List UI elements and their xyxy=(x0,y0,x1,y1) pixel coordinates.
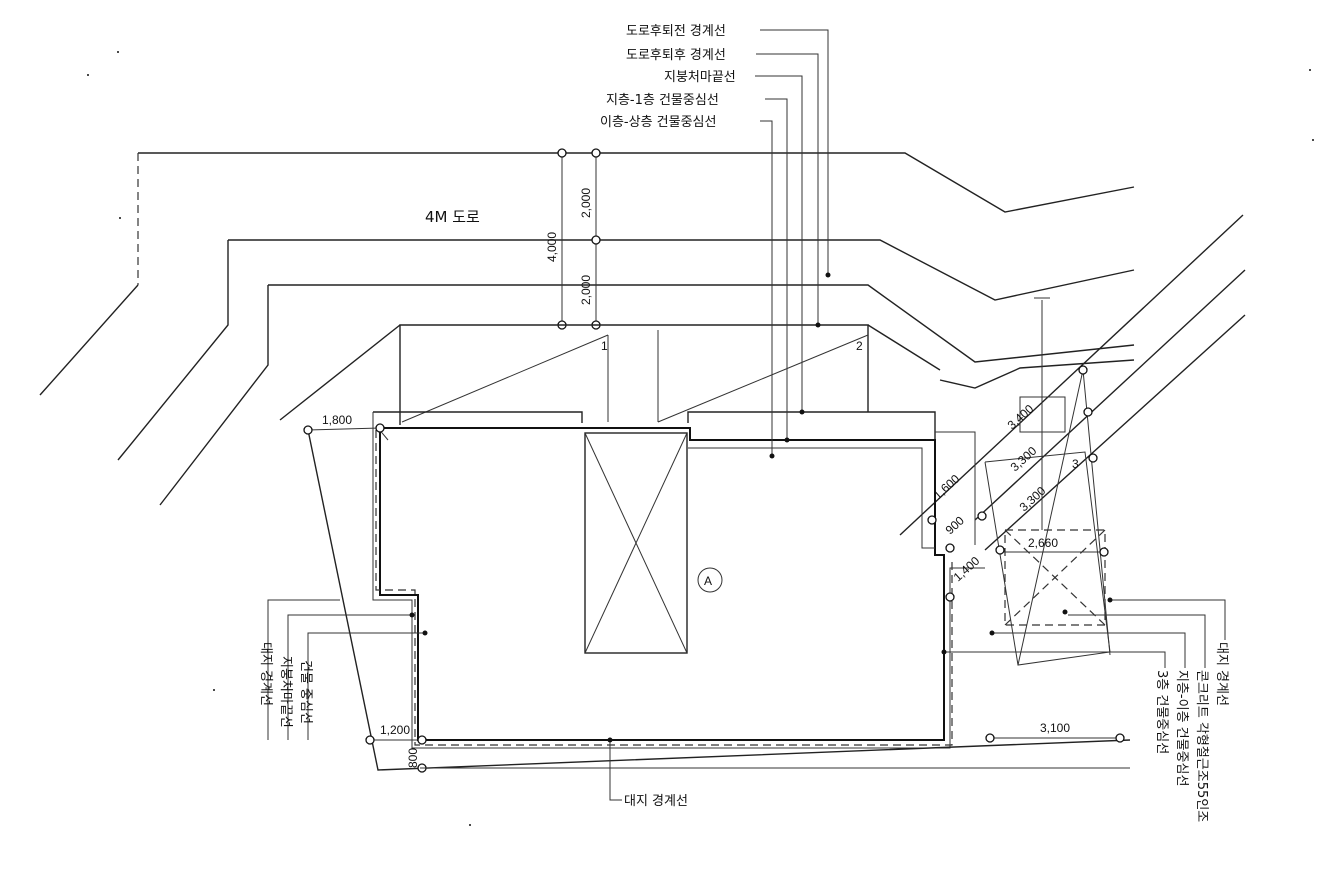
callout-right-concrete: 콘크리트 각형철근조55인조 xyxy=(1194,670,1209,822)
right-annex: 3 1,600 900 1,400 3,400 3,300 3,300 2,66… xyxy=(927,297,1111,666)
callout-right-boundary: 대지 경계선 xyxy=(1214,642,1229,706)
road-label: 4M 도로 xyxy=(425,208,480,226)
right-callouts: 3층 건물중심선 지층-이층 건물중심선 콘크리트 각형철근조55인조 대지 경… xyxy=(941,597,1229,822)
callout-left-boundary: 대지 경계선 xyxy=(258,642,273,706)
road-lines xyxy=(39,152,1135,506)
box-2660-dim: 2,660 xyxy=(1028,536,1058,550)
road-upper-dim: 2,000 xyxy=(579,188,593,218)
diag-3400-dim: 3,400 xyxy=(1005,402,1037,433)
bottom-callout: 대지 경계선 xyxy=(607,737,688,809)
scan-specks xyxy=(87,51,1314,826)
marker-a: A xyxy=(697,567,723,593)
road-total-dim: 4,000 xyxy=(545,232,559,262)
callout-left-center: 건물 중심선 xyxy=(298,660,313,724)
marker-a-label: A xyxy=(704,574,712,588)
left-callouts: 대지 경계선 지붕처마끝선 건물 중심선 xyxy=(258,599,428,740)
callout-right-3f-center: 3층 건물중심선 xyxy=(1154,670,1169,754)
roof-outline: 1 2 xyxy=(279,324,941,425)
callout-left-eave: 지붕처마끝선 xyxy=(278,656,293,728)
bottom-small-dim: 800 xyxy=(406,748,420,768)
diag-3300b-dim: 3,300 xyxy=(1017,484,1049,515)
callout-after-setback: 도로후퇴후 경계선 xyxy=(626,48,726,63)
building-outline xyxy=(372,411,985,749)
point-3-label: 3 xyxy=(1072,457,1079,471)
callout-basement-center: 지층-1층 건물중심선 xyxy=(606,93,719,108)
right-bottom-dim: 3,100 xyxy=(1040,721,1070,735)
point-1-label: 1 xyxy=(601,339,608,353)
callout-bottom-boundary: 대지 경계선 xyxy=(624,794,688,809)
callout-before-setback: 도로후퇴전 경계선 xyxy=(626,24,726,39)
callout-roof-eave: 지붕처마끝선 xyxy=(664,70,736,85)
void-box xyxy=(584,432,688,654)
callout-right-basement-center: 지층-이층 건물중심선 xyxy=(1174,670,1189,786)
diag-3300a-dim: 3,300 xyxy=(1008,444,1040,475)
top-callouts: 도로후퇴전 경계선 도로후퇴후 경계선 지붕처마끝선 지층-1층 건물중심선 이… xyxy=(600,24,831,459)
diagonal-lines xyxy=(899,214,1246,551)
road-dimension: 4,000 2,000 2,000 xyxy=(545,148,601,330)
callout-upper-center: 이층-상층 건물중심선 xyxy=(600,115,716,130)
road-lower-dim: 2,000 xyxy=(579,275,593,305)
point-2-label: 2 xyxy=(856,339,863,353)
diag-900-dim: 900 xyxy=(943,513,967,537)
left-top-dim: 1,800 xyxy=(322,413,352,427)
left-bottom-dim: 1,200 xyxy=(380,723,410,737)
site-boundary: 1,800 1,200 800 3,100 xyxy=(303,413,1131,773)
diag-1400-dim: 1,400 xyxy=(951,554,983,585)
